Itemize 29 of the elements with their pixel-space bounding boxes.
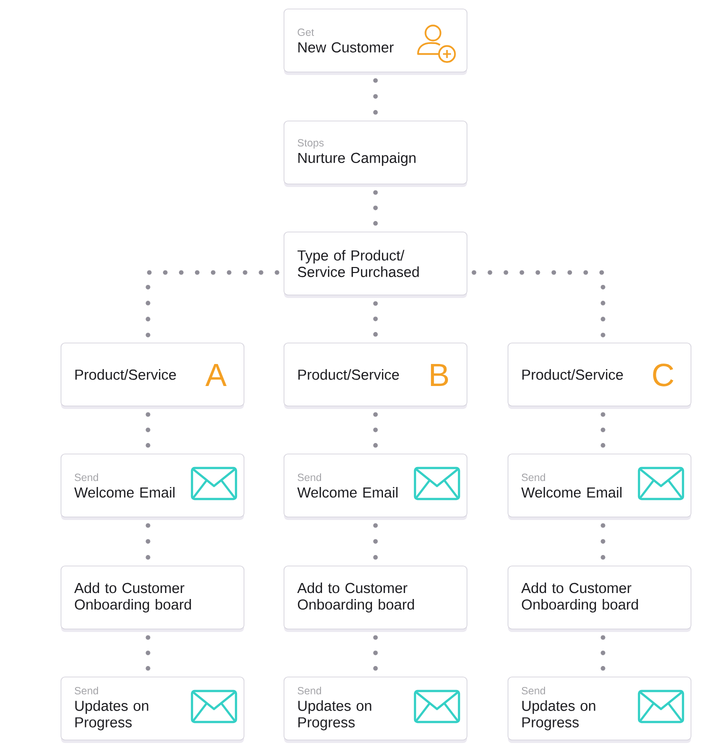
step-box: Send Updates on Progress: [284, 676, 468, 743]
step-box: Stops Nurture Campaign: [284, 120, 468, 187]
dotted-connector: [373, 301, 378, 337]
step-box: Send Welcome Email: [508, 454, 692, 520]
dotted-connector: [373, 523, 378, 560]
dotted-connector: [373, 78, 378, 115]
dotted-connector: [373, 190, 378, 226]
step-box: Send Updates on Progress: [508, 676, 692, 743]
step-box: Send Welcome Email: [284, 454, 468, 520]
dotted-connector: [146, 270, 280, 338]
step-box: Send Welcome Email: [60, 454, 244, 520]
step-box: Add to Customer Onboarding board: [508, 566, 692, 632]
step-box: Add to Customer Onboarding board: [60, 566, 244, 632]
step-box: Send Updates on Progress: [60, 676, 244, 743]
dotted-connector: [600, 523, 606, 560]
step-box: Product/Service A: [60, 342, 244, 409]
step-box: Type of Product/ Service Purchased: [284, 232, 468, 298]
step-box: Product/Service C: [508, 342, 692, 409]
step-box: Get New Customer: [284, 8, 468, 75]
step-box: Add to Customer Onboarding board: [284, 566, 468, 632]
dotted-connector: [146, 523, 150, 560]
dotted-connector: [600, 412, 606, 448]
dotted-connector: [146, 412, 150, 448]
dotted-connector: [373, 635, 378, 671]
step-box: Product/Service B: [284, 342, 468, 409]
dotted-connector: [146, 635, 150, 671]
dotted-connector: [472, 270, 606, 338]
dotted-connector: [373, 412, 378, 448]
dotted-connector: [600, 635, 606, 671]
